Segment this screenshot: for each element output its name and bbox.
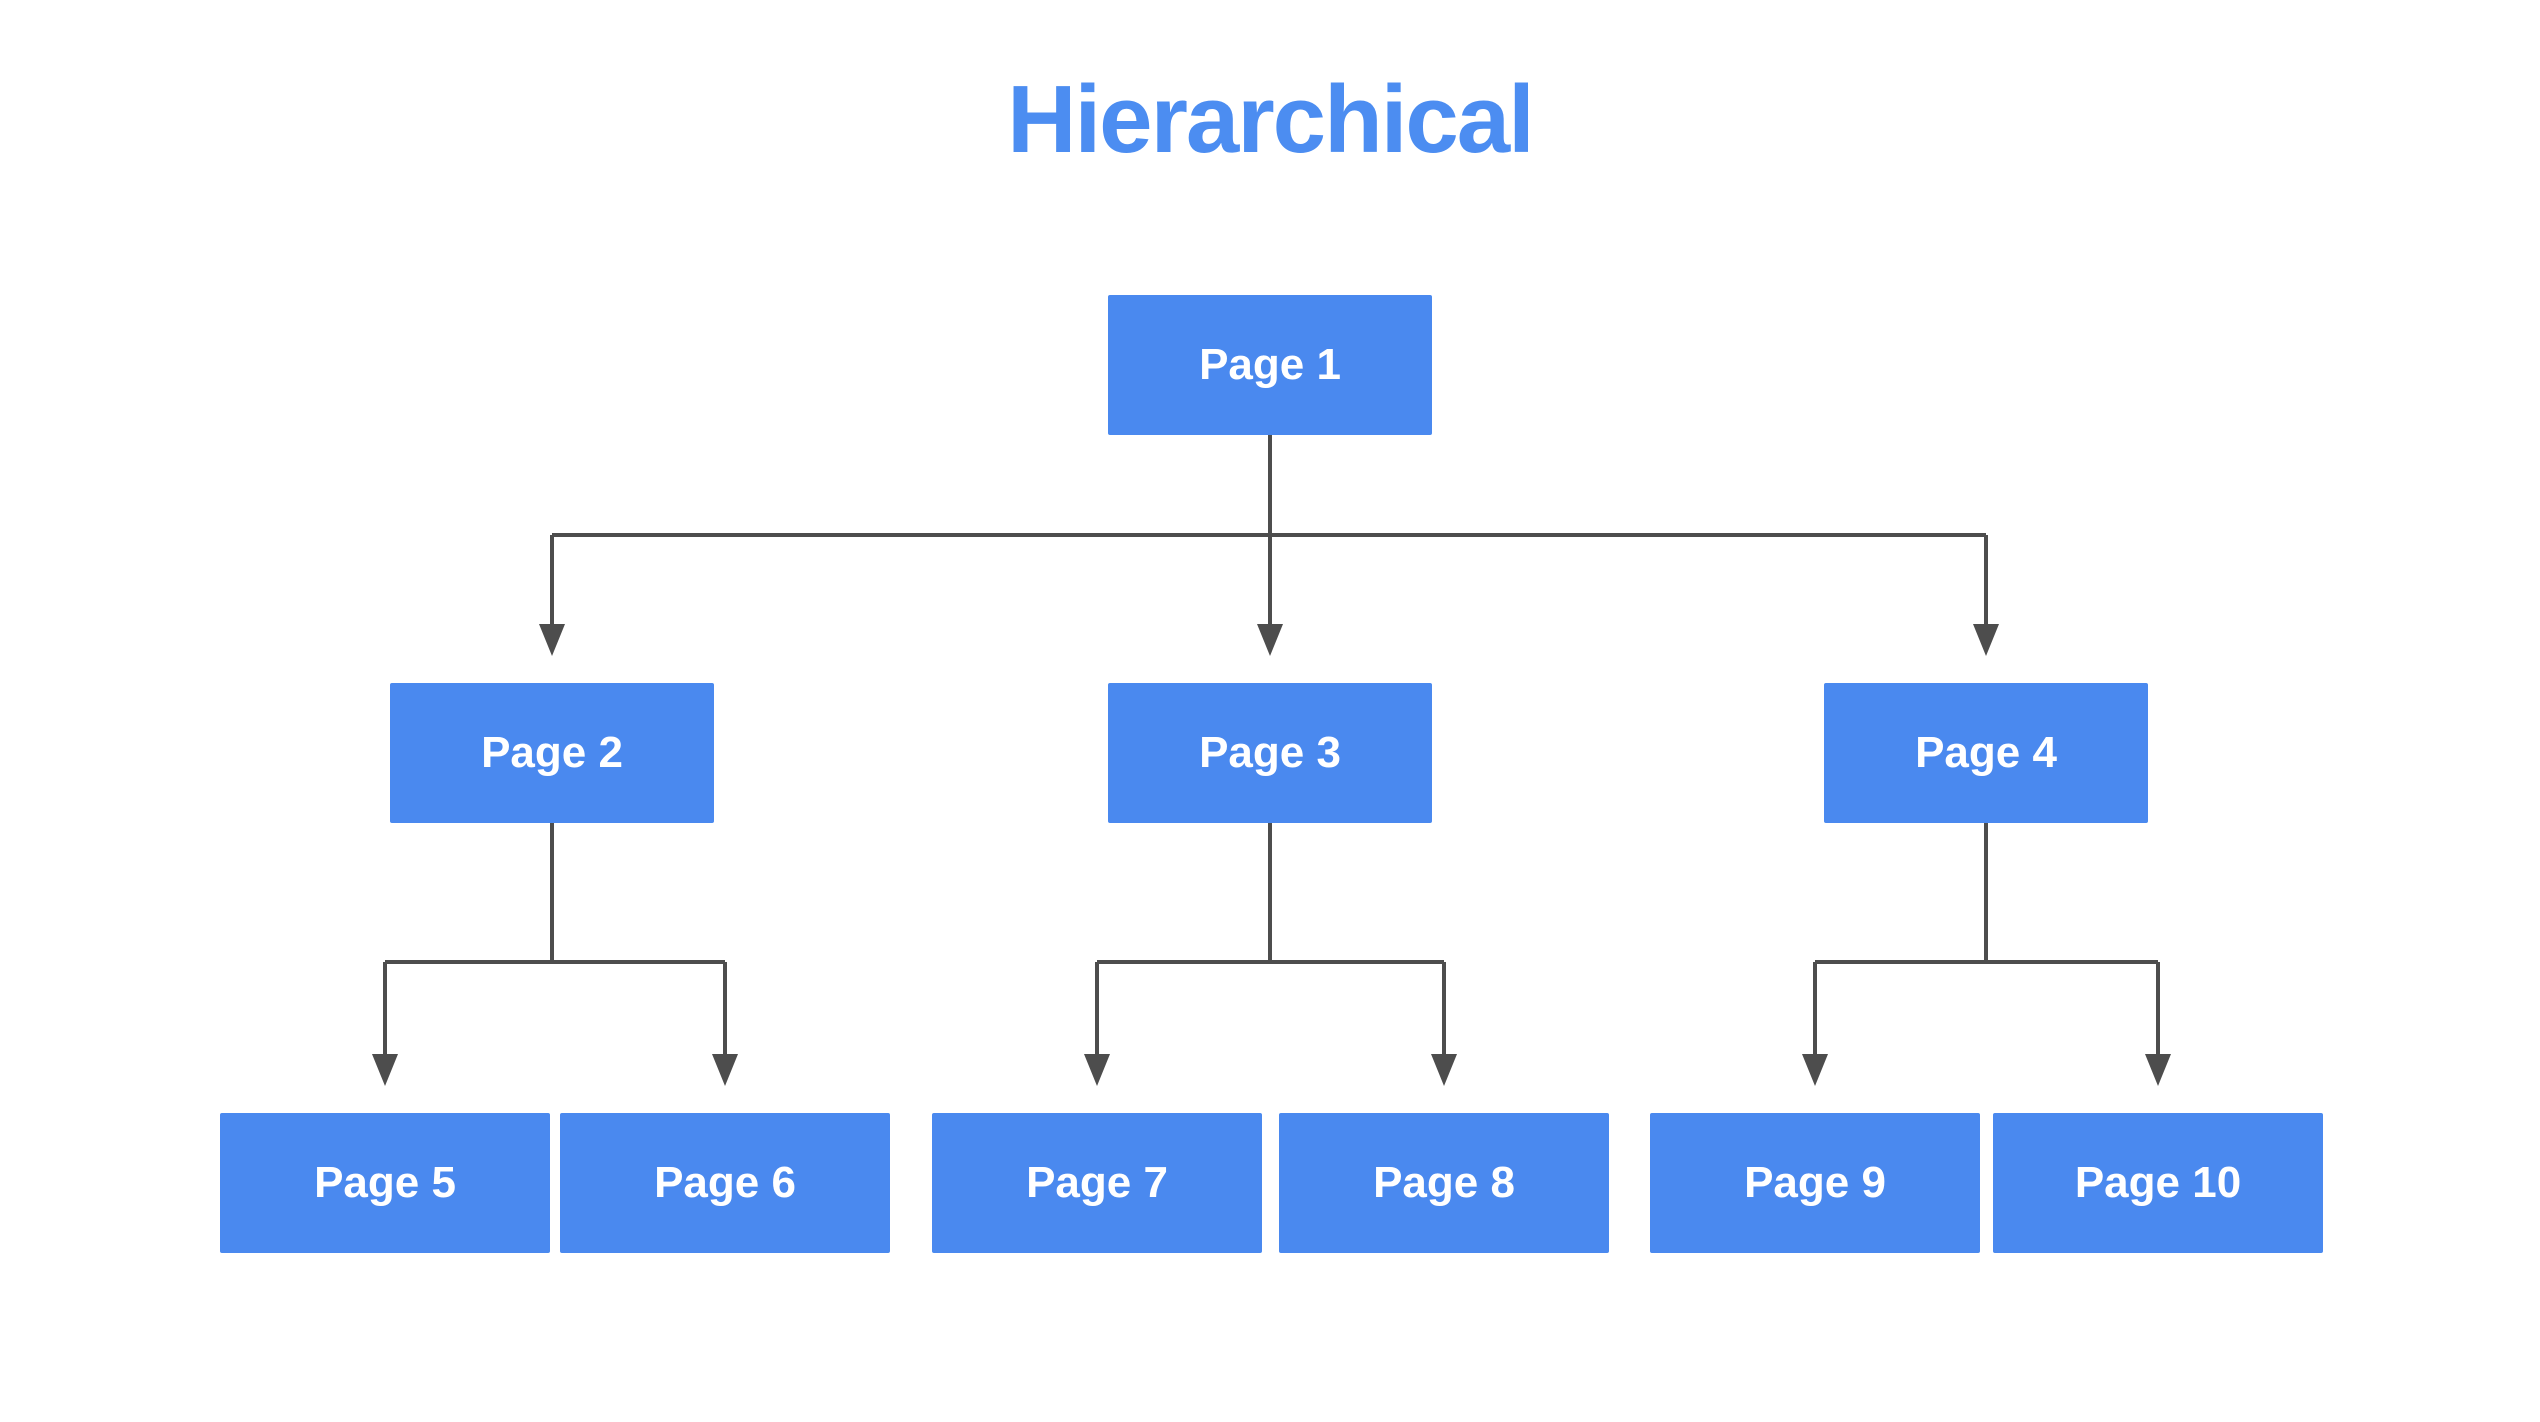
arrowhead-page3-icon: [1257, 624, 1283, 656]
arrowhead-page8-icon: [1431, 1054, 1457, 1086]
arrowhead-page5-icon: [372, 1054, 398, 1086]
node-page-6: Page 6: [560, 1113, 890, 1253]
node-page-9: Page 9: [1650, 1113, 1980, 1253]
diagram-title: Hierarchical: [1007, 66, 1535, 173]
node-page-8: Page 8: [1279, 1113, 1609, 1253]
arrowhead-page7-icon: [1084, 1054, 1110, 1086]
arrowhead-page10-icon: [2145, 1054, 2171, 1086]
arrowhead-page4-icon: [1973, 624, 1999, 656]
arrowhead-page2-icon: [539, 624, 565, 656]
arrowhead-page6-icon: [712, 1054, 738, 1086]
node-page-2: Page 2: [390, 683, 714, 823]
arrowhead-page9-icon: [1802, 1054, 1828, 1086]
node-page-3: Page 3: [1108, 683, 1432, 823]
node-page-4: Page 4: [1824, 683, 2148, 823]
node-page-1: Page 1: [1108, 295, 1432, 435]
node-page-7: Page 7: [932, 1113, 1262, 1253]
node-page-5: Page 5: [220, 1113, 550, 1253]
node-page-10: Page 10: [1993, 1113, 2323, 1253]
